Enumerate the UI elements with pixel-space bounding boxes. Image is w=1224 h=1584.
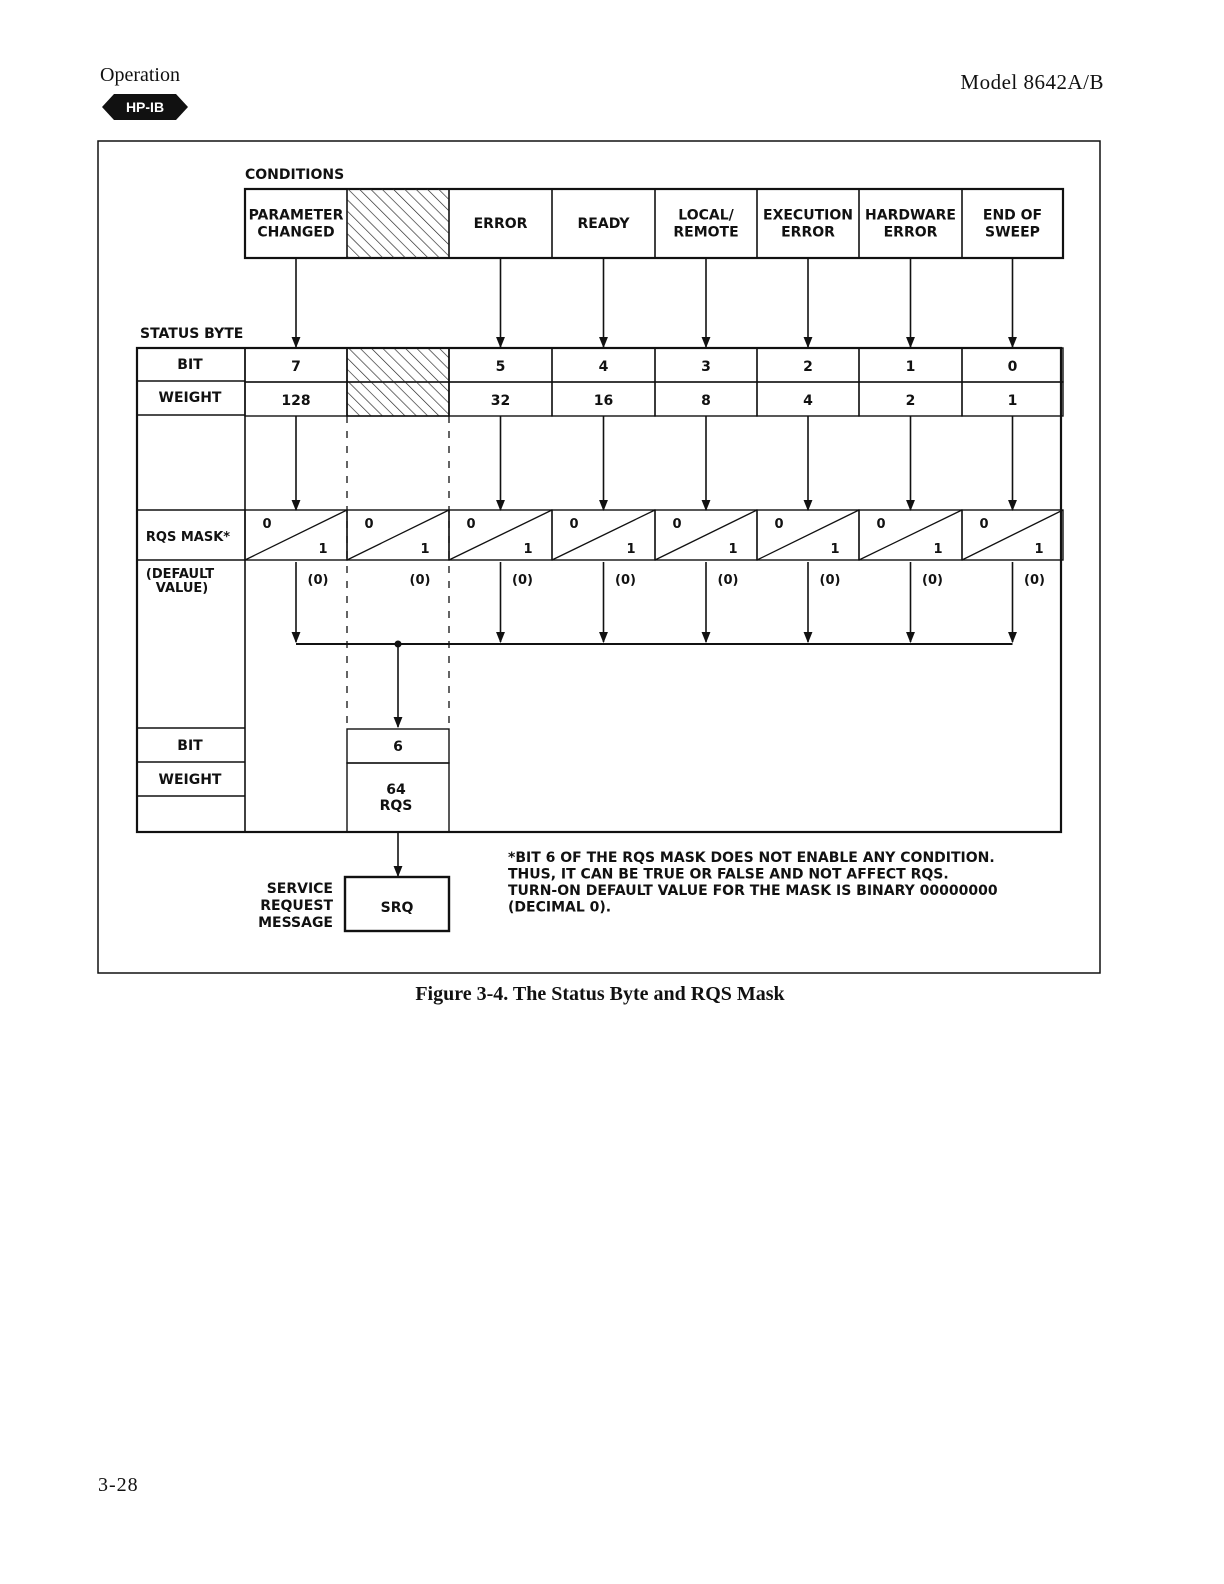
condition-label: LOCAL/ (678, 208, 734, 224)
hpib-badge-label: HP-IB (126, 99, 164, 115)
condition-label: ERROR (884, 225, 938, 241)
default-value: (0) (308, 573, 329, 588)
bit-weight: 8 (701, 393, 711, 409)
conditions-hatched-cell (347, 189, 449, 258)
mask-value-0: 0 (262, 517, 271, 532)
mask-diagonal (346, 509, 450, 561)
mask-diagonal (551, 509, 656, 561)
condition-label: REMOTE (673, 225, 738, 241)
row-label-bit: BIT (177, 357, 203, 373)
condition-label: ERROR (781, 225, 835, 241)
figure-frame (97, 140, 1101, 974)
figure-caption: Figure 3-4. The Status Byte and RQS Mask (415, 983, 785, 1005)
default-value: (0) (1024, 573, 1045, 588)
footnote-line: THUS, IT CAN BE TRUE OR FALSE AND NOT AF… (508, 867, 949, 883)
condition-label: END OF (983, 208, 1042, 224)
mask-value-0: 0 (466, 517, 475, 532)
mask-cell (961, 509, 1064, 561)
mask-diagonal (756, 509, 860, 561)
hatched-bit6-cell (346, 347, 450, 417)
srq-label: SRQ (381, 900, 414, 916)
default-value: (0) (820, 573, 841, 588)
footnote-line: (DECIMAL 0). (508, 900, 611, 916)
mask-value-0: 0 (569, 517, 578, 532)
bit-number: 5 (496, 359, 506, 375)
status-byte-title: STATUS BYTE (140, 326, 243, 342)
row-label-default-value: VALUE) (156, 581, 208, 596)
section-title: Operation (100, 64, 180, 86)
bit-number: 2 (803, 359, 813, 375)
mask-value-1: 1 (933, 542, 942, 557)
mask-value-0: 0 (774, 517, 783, 532)
hpib-badge: HP-IB (102, 94, 188, 120)
default-value: (0) (615, 573, 636, 588)
mask-value-0: 0 (876, 517, 885, 532)
row-label-weight: WEIGHT (159, 772, 222, 788)
condition-label: PARAMETER (249, 208, 344, 224)
bit-weight: 32 (491, 393, 510, 409)
bit6-weight: 64 (386, 782, 406, 798)
mask-diagonal (961, 509, 1064, 561)
condition-label: CHANGED (257, 225, 334, 241)
bit-weight: 16 (594, 393, 613, 409)
service-request-label: MESSAGE (258, 915, 333, 931)
default-value: (0) (922, 573, 943, 588)
condition-label: READY (578, 216, 631, 232)
conditions-box (243, 187, 1065, 260)
row-label-bit: BIT (177, 738, 203, 754)
mask-value-1: 1 (420, 542, 429, 557)
mask-value-0: 0 (672, 517, 681, 532)
bit6-number: 6 (393, 739, 403, 755)
footnote-line: TURN-ON DEFAULT VALUE FOR THE MASK IS BI… (508, 883, 998, 899)
default-value: (0) (718, 573, 739, 588)
footnote-line: *BIT 6 OF THE RQS MASK DOES NOT ENABLE A… (508, 850, 995, 866)
service-request-label: SERVICE (267, 881, 333, 897)
bit6-rqs: RQS (380, 798, 413, 814)
default-value: (0) (512, 573, 533, 588)
bit-number: 7 (291, 359, 301, 375)
service-request-label: REQUEST (260, 898, 333, 914)
condition-label: HARDWARE (865, 208, 956, 224)
status-byte-box (135, 346, 1063, 834)
row-label-rqs-mask: RQS MASK* (146, 530, 230, 545)
condition-label: ERROR (474, 216, 528, 232)
row-label-weight: WEIGHT (159, 390, 222, 406)
bit-number: 3 (701, 359, 711, 375)
mask-value-1: 1 (523, 542, 532, 557)
condition-label: SWEEP (985, 225, 1040, 241)
srq-box (343, 875, 451, 933)
bit-weight: 2 (906, 393, 916, 409)
bit-weight: 128 (281, 393, 310, 409)
mask-value-1: 1 (830, 542, 839, 557)
condition-label: EXECUTION (763, 208, 853, 224)
model-name: Model 8642A/B (960, 70, 1104, 94)
mask-diagonal (244, 509, 348, 561)
page-number: 3-28 (98, 1474, 139, 1496)
bit-number: 1 (906, 359, 916, 375)
default-value: (0) (410, 573, 431, 588)
mask-value-1: 1 (318, 542, 327, 557)
bit-weight: 4 (803, 393, 813, 409)
mask-value-1: 1 (728, 542, 737, 557)
bit-number: 4 (599, 359, 609, 375)
bit-number: 0 (1008, 359, 1018, 375)
mask-diagonal (858, 509, 963, 561)
bit-weight: 1 (1008, 393, 1018, 409)
mask-value-1: 1 (626, 542, 635, 557)
conditions-title: CONDITIONS (245, 167, 344, 183)
row-label-default-value: (DEFAULT (146, 567, 214, 582)
mask-diagonal (448, 509, 553, 561)
mask-value-0: 0 (364, 517, 373, 532)
mask-value-0: 0 (979, 517, 988, 532)
mask-value-1: 1 (1034, 542, 1043, 557)
mask-diagonal (654, 509, 758, 561)
